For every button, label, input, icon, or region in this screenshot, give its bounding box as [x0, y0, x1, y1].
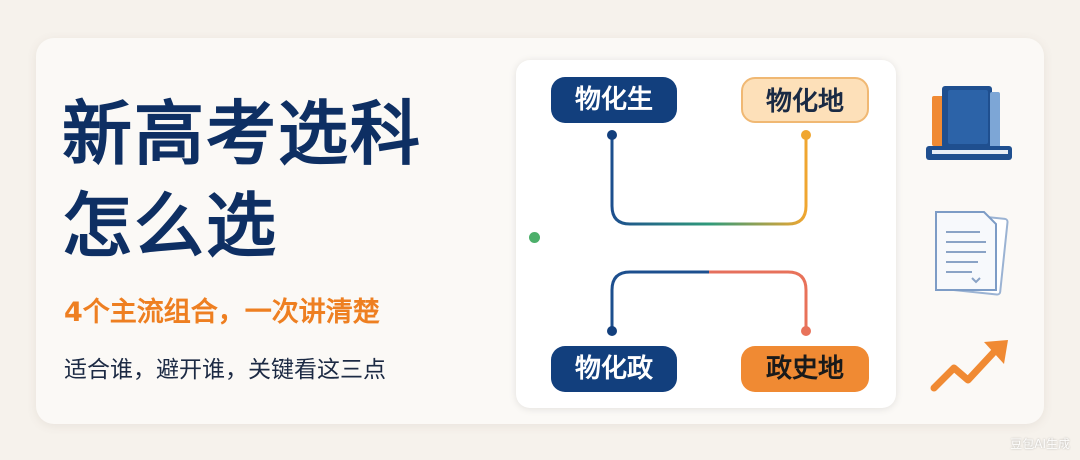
page-title: 新高考选科 怎么选: [62, 88, 482, 272]
combo-pill-bottom-right: 政史地: [741, 346, 869, 392]
connector-dot: [801, 130, 811, 140]
combo-pill-top-right: 物化地: [741, 77, 869, 123]
title-line-2: 怎么选: [62, 185, 278, 267]
document-icon: [935, 211, 1009, 296]
title-line-1: 新高考选科: [62, 93, 422, 175]
combo-pill-bottom-left: 物化政: [551, 346, 677, 392]
connector-dot: [607, 130, 617, 140]
combo-pill-top-left: 物化生: [551, 77, 677, 123]
connector-lines: [607, 130, 811, 336]
tagline: 适合谁，避开谁，关键看这三点: [64, 357, 386, 383]
bottom-connector: [610, 270, 808, 331]
connector-dot: [607, 326, 617, 336]
top-connector: [610, 135, 808, 226]
trend-arrow-icon: [930, 340, 1008, 392]
decorative-dot: [529, 232, 540, 243]
subtitle: 4个主流组合，一次讲清楚: [64, 297, 380, 328]
books-icon: [926, 86, 1012, 160]
connector-dot: [801, 326, 811, 336]
ai-watermark: 豆包AI生成: [1010, 437, 1070, 451]
